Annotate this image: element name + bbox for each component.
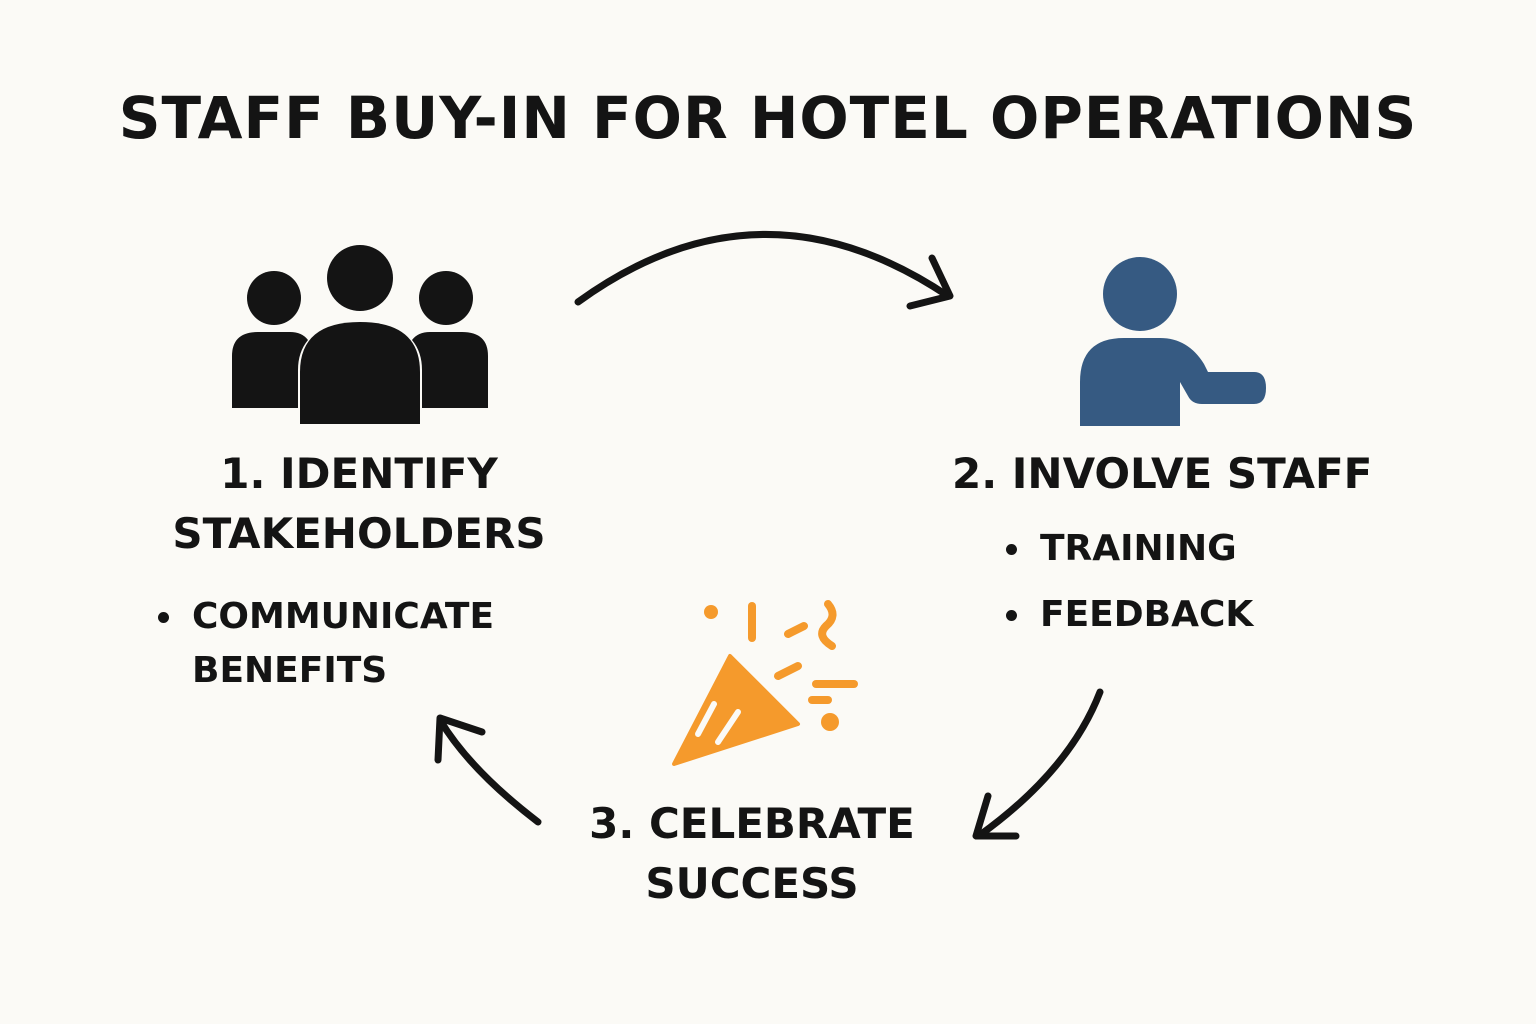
step-3-title: 3. CELEBRATE SUCCESS (570, 794, 934, 914)
step-2-bullet-training: TRAINING (1006, 522, 1253, 576)
step-1-bullet-text-b: BENEFITS (192, 650, 388, 691)
party-popper-icon (672, 600, 858, 766)
group-people-icon (232, 245, 488, 424)
arrow-2-to-3 (976, 688, 1104, 839)
arrowhead-3-to-1 (434, 714, 486, 764)
person-pointing-icon (1080, 257, 1266, 426)
arrowhead-1-to-2 (906, 254, 954, 310)
step-2-bullet-feedback: FEEDBACK (1006, 588, 1253, 642)
step-3-title-line1: 3. CELEBRATE (589, 799, 915, 848)
step-2-bullet-text: FEEDBACK (1040, 594, 1254, 635)
step-3-title-line2: SUCCESS (645, 859, 859, 908)
step-1-title-line2: STAKEHOLDERS (172, 509, 546, 558)
step-2-bullet-text: TRAINING (1040, 528, 1237, 569)
step-2-title-line1: 2. INVOLVE STAFF (952, 449, 1373, 498)
arrowhead-2-to-3 (972, 792, 1020, 840)
step-1-title: 1. IDENTIFY STAKEHOLDERS (164, 444, 554, 564)
step-1-bullets: COMMUNICATE BENEFITS (158, 590, 494, 698)
arrow-3-to-1 (436, 716, 542, 826)
arrow-1-to-2 (574, 231, 952, 306)
step-1-bullet-text-a: COMMUNICATE (192, 596, 495, 637)
step-1-title-line1: 1. IDENTIFY (220, 449, 498, 498)
step-2-title: 2. INVOLVE STAFF (952, 444, 1372, 504)
step-1-bullet: COMMUNICATE BENEFITS (158, 590, 494, 698)
page-title: STAFF BUY-IN FOR HOTEL OPERATIONS (118, 84, 1418, 152)
step-2-bullets: TRAINING FEEDBACK (1006, 522, 1253, 642)
